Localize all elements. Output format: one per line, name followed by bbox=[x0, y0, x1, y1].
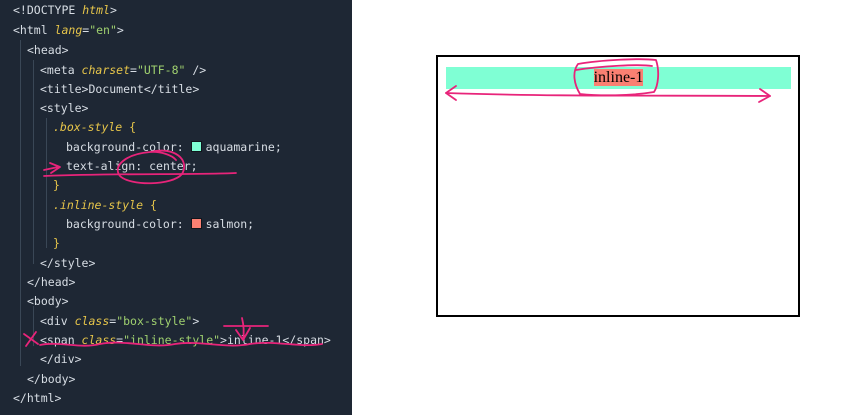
code-line-19: </div> bbox=[40, 352, 82, 366]
code-line-2: <html lang="en"> bbox=[13, 23, 124, 37]
code-line-15: </head> bbox=[27, 275, 76, 289]
browser-preview: inline-1 bbox=[436, 55, 800, 317]
code-editor[interactable]: <!DOCTYPE html> <html lang="en"> <head> … bbox=[0, 0, 352, 415]
code-line-3: <head> bbox=[27, 43, 69, 57]
code-line-4: <meta charset="UTF-8" /> bbox=[40, 63, 207, 77]
code-line-5: <title>Document</title> bbox=[40, 82, 200, 96]
code-line-21: </html> bbox=[13, 391, 62, 405]
code-line-18: <span class="inline-style">inline-1</spa… bbox=[40, 333, 331, 347]
box-style-div: inline-1 bbox=[446, 67, 791, 89]
indent-guide bbox=[46, 118, 47, 248]
code-line-17: <div class="box-style"> bbox=[40, 314, 200, 328]
salmon-swatch-icon[interactable] bbox=[190, 218, 202, 229]
code-line-14: </style> bbox=[40, 256, 96, 270]
indent-guide bbox=[33, 306, 34, 346]
code-line-20: </body> bbox=[27, 372, 76, 386]
code-line-12: background-color: salmon; bbox=[66, 217, 255, 231]
indent-guide bbox=[33, 60, 34, 264]
code-line-8: background-color: aquamarine; bbox=[66, 140, 282, 154]
code-line-13: } bbox=[53, 236, 60, 250]
x-annotation-icon bbox=[23, 331, 39, 347]
aquamarine-swatch-icon[interactable] bbox=[190, 141, 202, 152]
indent-guide bbox=[20, 40, 21, 366]
inline-style-span: inline-1 bbox=[593, 69, 644, 86]
code-line-16: <body> bbox=[27, 294, 69, 308]
code-line-7: .box-style { bbox=[53, 120, 137, 134]
code-line-6: <style> bbox=[40, 101, 89, 115]
code-line-11: .inline-style { bbox=[53, 198, 157, 212]
code-line-9: text-align: center; bbox=[66, 159, 198, 173]
code-line-10: } bbox=[53, 178, 60, 192]
code-line-1: <!DOCTYPE html> bbox=[13, 3, 117, 17]
